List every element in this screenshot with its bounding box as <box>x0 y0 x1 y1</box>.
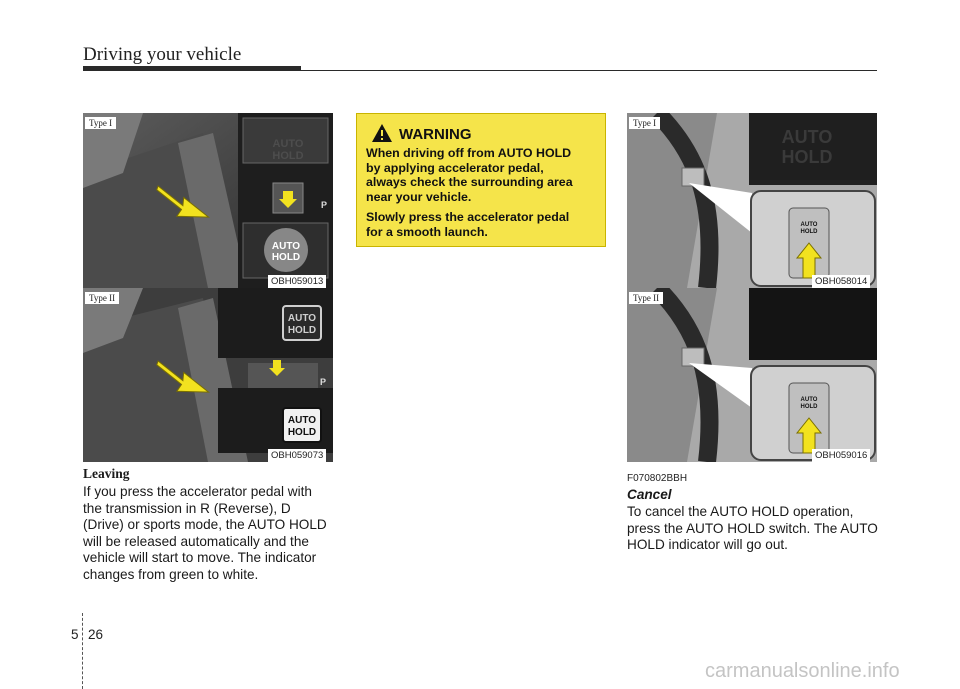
footer-divider <box>82 613 83 689</box>
right-figure1-code: OBH058014 <box>812 275 871 288</box>
svg-text:HOLD: HOLD <box>288 427 316 438</box>
warning-title: WARNING <box>399 126 472 143</box>
chapter-number: 5 <box>71 627 79 642</box>
svg-text:P: P <box>320 377 326 387</box>
figure-auto-hold-type1-photo: AUTO HOLD P AUTO HOLD <box>83 113 333 288</box>
svg-text:HOLD: HOLD <box>288 325 316 336</box>
right-figure2-code: OBH059016 <box>812 449 871 462</box>
svg-text:AUTO: AUTO <box>801 222 818 228</box>
right-figure1-type-label: Type I <box>629 117 661 129</box>
svg-text:HOLD: HOLD <box>272 252 300 263</box>
figure-auto-hold-switch-type2-photo: AUTO HOLD <box>627 288 877 462</box>
body-line: press the AUTO HOLD switch. The AUTO <box>627 520 878 536</box>
figure1-type-label: Type I <box>85 117 117 129</box>
warning-line: When driving off from AUTO HOLD <box>366 146 572 160</box>
warning-triangle-icon <box>372 124 392 142</box>
svg-text:HOLD: HOLD <box>801 229 819 235</box>
warning-line: by applying accelerator pedal, <box>366 160 544 175</box>
body-line: (Drive) or sports mode, the AUTO HOLD <box>83 517 327 533</box>
header-accent-bar <box>83 66 301 71</box>
svg-text:AUTO: AUTO <box>272 241 300 252</box>
svg-text:HOLD: HOLD <box>801 404 819 410</box>
svg-text:HOLD: HOLD <box>272 150 303 162</box>
figure-auto-hold-type2-photo: AUTO HOLD P AUTO HOLD <box>83 288 333 462</box>
warning-paragraph-1: When driving off from AUTO HOLD by apply… <box>366 146 598 204</box>
svg-text:AUTO: AUTO <box>782 127 833 147</box>
warning-line: Slowly press the accelerator pedal <box>366 210 570 224</box>
svg-text:AUTO: AUTO <box>288 313 316 324</box>
figure1-code: OBH059013 <box>268 275 327 288</box>
right-figure2-type-label: Type II <box>629 292 664 304</box>
svg-text:AUTO: AUTO <box>801 397 818 403</box>
body-line: changes from green to white. <box>83 566 259 582</box>
reference-code: F070802BBH <box>627 473 688 484</box>
svg-text:AUTO: AUTO <box>273 138 304 150</box>
section-heading-leaving: Leaving <box>83 466 130 481</box>
body-line: If you press the accelerator pedal with <box>83 484 312 499</box>
warning-line: for a smooth launch. <box>366 224 488 239</box>
page-number: 26 <box>88 627 104 642</box>
cancel-body-text: To cancel the AUTO HOLD operation, press… <box>627 504 878 554</box>
warning-paragraph-2: Slowly press the accelerator pedal for a… <box>366 210 598 239</box>
body-line: will be released automatically and the <box>83 533 309 549</box>
warning-line: near your vehicle. <box>366 189 472 204</box>
figure2-type-label: Type II <box>85 292 120 304</box>
body-line: To cancel the AUTO HOLD operation, <box>627 504 854 519</box>
watermark-text: carmanualsonline.info <box>705 660 900 682</box>
body-line: the transmission in R (Reverse), D <box>83 500 291 516</box>
svg-text:P: P <box>321 200 327 210</box>
body-line: vehicle will start to move. The indicato… <box>83 550 317 566</box>
svg-text:HOLD: HOLD <box>782 147 833 167</box>
body-line: HOLD indicator will go out. <box>627 537 788 553</box>
header-rule <box>301 70 877 71</box>
svg-text:AUTO: AUTO <box>288 415 316 426</box>
section-heading-cancel: Cancel <box>627 487 672 502</box>
leaving-body-text: If you press the accelerator pedal with … <box>83 484 334 584</box>
figure2-code: OBH059073 <box>268 449 327 462</box>
figure-auto-hold-switch-type1-photo: AUTO HOLD AUTO HOLD <box>627 113 877 288</box>
warning-line: always check the surrounding area <box>366 175 573 189</box>
page-header-title: Driving your vehicle <box>83 44 242 65</box>
warning-box: WARNING When driving off from AUTO HOLD … <box>356 113 606 247</box>
